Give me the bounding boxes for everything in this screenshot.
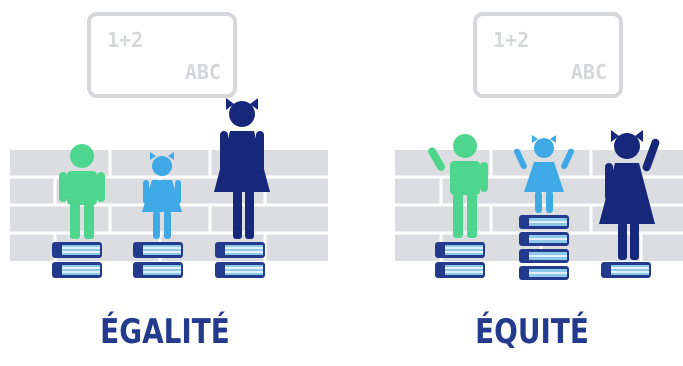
- blue-child-figure: [514, 135, 574, 213]
- whiteboard: 1+2 ABC: [473, 12, 623, 98]
- book-stack-3: [215, 242, 265, 278]
- book-stack-1: [52, 242, 102, 278]
- board-letters-text: ABC: [184, 60, 221, 84]
- green-child-figure: [59, 144, 105, 239]
- equality-panel: 1+2 ABC: [10, 12, 328, 352]
- navy-child-figure: [599, 130, 660, 260]
- book-stack-3: [601, 262, 651, 278]
- book-stack-2: [519, 215, 569, 280]
- book-stack-2: [133, 242, 183, 278]
- board-letters-text: ABC: [570, 60, 607, 84]
- navy-child-figure: [214, 98, 270, 239]
- equity-caption: ÉQUITÉ: [475, 312, 589, 352]
- equality-caption: ÉGALITÉ: [100, 312, 230, 352]
- equality-scene: [10, 98, 328, 278]
- board-math-text: 1+2: [107, 28, 144, 52]
- whiteboard: 1+2 ABC: [87, 12, 237, 98]
- equity-panel: 1+2 ABC: [341, 0, 683, 366]
- board-math-text: 1+2: [493, 28, 530, 52]
- blue-child-figure: [142, 152, 182, 239]
- equity-scene: [395, 130, 683, 280]
- green-child-figure: [428, 134, 488, 238]
- book-stack-1: [435, 242, 485, 278]
